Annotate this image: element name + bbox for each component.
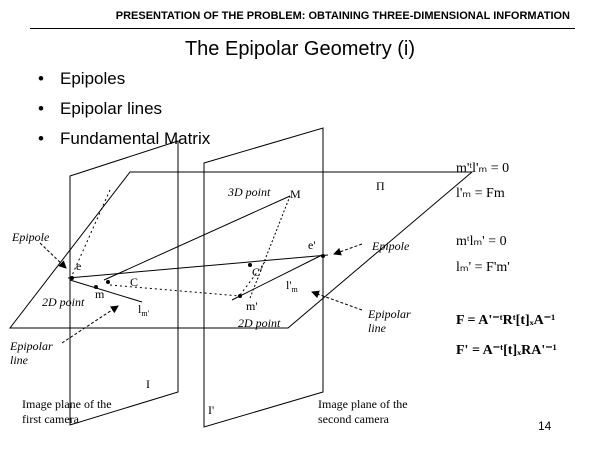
equation-6: F' = A⁻ᵗ[t]ₓRA'⁻¹ xyxy=(456,343,557,358)
label-I-prime: I' xyxy=(208,403,214,417)
label-epipolar-line-left-1: Epipolar xyxy=(9,339,53,353)
point-m xyxy=(94,285,98,289)
epipolar-plane-pi xyxy=(8,171,474,329)
label-C-prime: C' xyxy=(252,265,262,279)
arrow-epipole-left xyxy=(39,242,67,269)
label-l-m: lm' xyxy=(138,302,150,318)
page-number: 14 xyxy=(538,419,552,433)
point-c xyxy=(106,280,110,284)
baseline xyxy=(67,254,329,279)
bullet-dot: • xyxy=(38,69,44,88)
label-m: m xyxy=(95,287,105,301)
right-epipolar-line xyxy=(231,254,323,301)
right-image-plane xyxy=(203,127,324,428)
label-2d-point-left: 2D point xyxy=(42,295,85,309)
label-epipolar-line-left-2: line xyxy=(10,353,29,367)
point-e xyxy=(70,276,74,280)
arrow-epipole-right xyxy=(333,243,363,256)
label-e: e xyxy=(76,259,81,273)
label-l-m-subscript: m' xyxy=(141,309,149,318)
label-l-prime-m: l'm xyxy=(286,278,299,294)
label-C: C xyxy=(130,275,138,289)
bullet-list: •Epipoles •Epipolar lines •Fundamental M… xyxy=(38,64,210,154)
label-I: I xyxy=(146,377,150,391)
label-M: M xyxy=(290,187,301,201)
label-m-prime: m' xyxy=(246,299,258,313)
bullet-dot: • xyxy=(38,99,44,118)
left-image-plane xyxy=(69,140,179,426)
ray-m-left xyxy=(103,195,291,281)
equation-4: lₘ' = F'm' xyxy=(456,260,510,275)
bullet-text: Epipolar lines xyxy=(60,99,163,118)
label-image-plane-first-2: first camera xyxy=(22,412,80,426)
label-l-prime-m-subscript: m xyxy=(292,285,299,294)
equation-2: l'ₘ = Fm xyxy=(456,186,505,201)
label-e-prime: e' xyxy=(308,238,316,252)
point-m-prime xyxy=(238,294,242,298)
label-l-prime-m-main: l' xyxy=(286,278,292,292)
label-epipole-right: Epipole xyxy=(371,239,410,253)
label-3d-point: 3D point xyxy=(227,185,271,199)
dotted-line-left xyxy=(69,189,111,281)
arrow-epipolar-line-right xyxy=(311,290,363,311)
slide-header: PRESENTATION OF THE PROBLEM: OBTAINING T… xyxy=(115,10,570,22)
label-2d-point-right: 2D point xyxy=(238,316,281,330)
equation-5: F = A'⁻ᵗRᵗ[t]ₓA⁻¹ xyxy=(456,313,555,328)
label-l-m-main: l xyxy=(138,302,142,316)
header-rule xyxy=(30,28,575,29)
label-image-plane-first-1: Image plane of the xyxy=(22,397,112,411)
bullet-item: • Epipolar lines xyxy=(38,94,210,124)
label-epipolar-line-right-2: line xyxy=(368,321,387,335)
label-image-plane-second-1: Image plane of the xyxy=(318,397,408,411)
label-epipolar-line-right-1: Epipolar xyxy=(367,307,411,321)
left-epipolar-line xyxy=(69,279,143,303)
point-e-prime xyxy=(321,254,325,258)
bullet-text: Epipoles xyxy=(60,69,126,88)
dotted-line-cprime xyxy=(239,261,266,296)
label-image-plane-second-2: second camera xyxy=(318,412,390,426)
equation-1: m'ᵗl'ₘ = 0 xyxy=(456,161,509,176)
bullet-item: • Epipoles xyxy=(38,64,210,94)
bullet-dot: • xyxy=(38,129,44,148)
label-epipole-left: Epipole xyxy=(11,230,50,244)
point-c-prime xyxy=(248,263,252,267)
arrow-epipolar-line-left xyxy=(61,305,119,344)
dotted-line-right xyxy=(109,284,241,297)
equation-3: mᵗlₘ' = 0 xyxy=(456,234,507,249)
label-pi: Π xyxy=(376,179,385,193)
slide-title: The Epipolar Geometry (i) xyxy=(184,38,416,60)
